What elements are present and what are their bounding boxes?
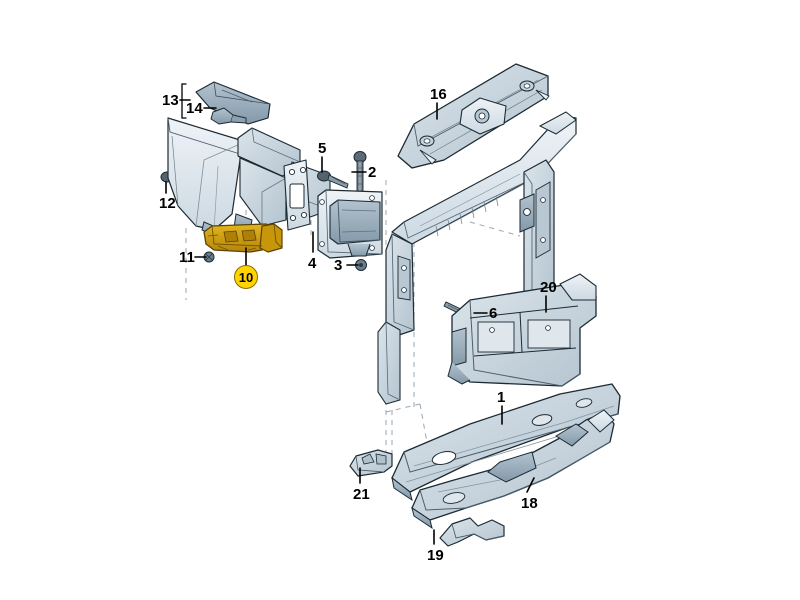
callout-label-13: 13 bbox=[162, 92, 179, 109]
part-14-retaining-clip bbox=[210, 107, 247, 125]
callout-label-6: 6 bbox=[489, 305, 498, 322]
callout-label-2: 2 bbox=[368, 164, 377, 181]
part-18-lower-bumper-reinforcement bbox=[411, 409, 615, 530]
callout-label-16: 16 bbox=[430, 86, 447, 103]
callout-label-19: 19 bbox=[427, 547, 444, 564]
callout-label-4: 4 bbox=[308, 255, 317, 272]
callout-label-5: 5 bbox=[318, 140, 327, 157]
part-4-crash-box-bracket bbox=[317, 189, 383, 259]
callout-label-14: 14 bbox=[186, 100, 203, 117]
callout-label-20: 20 bbox=[540, 279, 557, 296]
part-3-small-nut bbox=[355, 259, 367, 271]
leader-line-18 bbox=[526, 477, 535, 493]
part-20-lock-carrier-frame bbox=[447, 273, 597, 387]
callout-label-21: 21 bbox=[353, 486, 370, 503]
part-21-side-mounting-bracket bbox=[349, 449, 393, 477]
part-16-upper-cover-panel bbox=[397, 63, 550, 169]
callout-label-1: 1 bbox=[497, 389, 506, 406]
callout-bracket-13-14 bbox=[181, 83, 187, 119]
leader-lines bbox=[165, 83, 547, 545]
left-inner-wing-panel bbox=[167, 117, 331, 237]
callout-label-3: 3 bbox=[334, 257, 343, 274]
part-19-lower-mounting-strip bbox=[439, 517, 505, 547]
part-1-bumper-cross-member bbox=[391, 383, 621, 502]
callout-badge-10: 10 bbox=[234, 265, 258, 289]
radiator-support-structure bbox=[377, 111, 577, 405]
callout-label-12: 12 bbox=[159, 195, 176, 212]
callout-label-18: 18 bbox=[521, 495, 538, 512]
part-10-highlighted-support-bracket bbox=[203, 223, 283, 253]
callout-label-11: 11 bbox=[179, 249, 195, 266]
part-2-long-hex-bolt bbox=[353, 151, 367, 206]
part-5-flange-screw bbox=[317, 170, 349, 189]
